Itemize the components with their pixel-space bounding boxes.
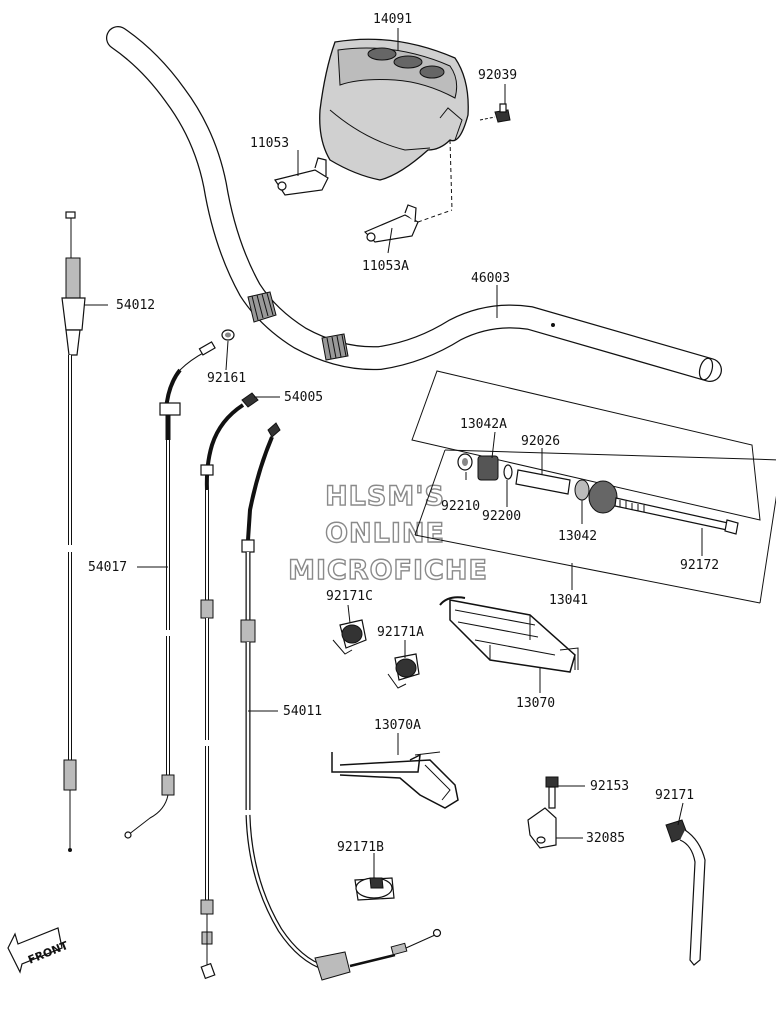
watermark-line-2: ONLINE — [325, 518, 445, 549]
label-92200[interactable]: 92200 — [482, 509, 521, 524]
label-92039[interactable]: 92039 — [478, 68, 517, 83]
screw-92039[interactable] — [479, 103, 511, 123]
clip-92171b[interactable] — [354, 877, 395, 901]
label-11053[interactable]: 11053 — [250, 136, 289, 151]
label-13070[interactable]: 13070 — [516, 696, 555, 711]
bracket-13070a[interactable] — [331, 751, 459, 809]
label-92172[interactable]: 92172 — [680, 558, 719, 573]
watermark-line-3: MICROFICHE — [288, 555, 488, 586]
bracket-32085[interactable] — [527, 807, 557, 849]
label-92171b[interactable]: 92171B — [337, 840, 384, 855]
label-92171[interactable]: 92171 — [655, 788, 694, 803]
watermark: HLSM'S ONLINE MICROFICHE — [287, 480, 488, 586]
cable-54017[interactable] — [124, 341, 216, 839]
label-92153[interactable]: 92153 — [590, 779, 629, 794]
front-arrow: FRONT — [7, 927, 70, 974]
bracket-11053[interactable] — [274, 157, 329, 196]
clip-92171a[interactable] — [387, 653, 420, 689]
label-13042[interactable]: 13042 — [558, 529, 597, 544]
label-13041[interactable]: 13041 — [549, 593, 588, 608]
handlebar[interactable] — [106, 26, 722, 382]
label-46003[interactable]: 46003 — [471, 271, 510, 286]
leader-lines — [84, 28, 703, 878]
bracket-13070[interactable] — [439, 596, 579, 673]
bracket-11053a[interactable] — [363, 204, 453, 243]
label-54012[interactable]: 54012 — [116, 298, 155, 313]
label-92026[interactable]: 92026 — [521, 434, 560, 449]
label-92171a[interactable]: 92171A — [377, 625, 424, 640]
label-92161[interactable]: 92161 — [207, 371, 246, 386]
label-54005[interactable]: 54005 — [284, 390, 323, 405]
clip-92171c[interactable] — [332, 619, 367, 655]
label-92210[interactable]: 92210 — [441, 499, 480, 514]
knurl-left — [247, 291, 277, 323]
cable-tie-92171[interactable] — [665, 819, 706, 966]
cable-54012[interactable] — [61, 211, 86, 852]
label-13042a[interactable]: 13042A — [460, 417, 507, 432]
cable-54011[interactable] — [240, 422, 442, 981]
bolt-92153[interactable] — [545, 776, 559, 809]
label-13070a[interactable]: 13070A — [374, 718, 421, 733]
part-labels: 14091 92039 11053 11053A 46003 54012 921… — [88, 12, 719, 855]
label-14091[interactable]: 14091 — [373, 12, 412, 27]
label-54017[interactable]: 54017 — [88, 560, 127, 575]
damper-assembly-13041[interactable] — [411, 370, 776, 604]
grommet-92161[interactable] — [221, 329, 235, 341]
handlebar-cover[interactable] — [319, 38, 469, 211]
label-54011[interactable]: 54011 — [283, 704, 322, 719]
label-92171c[interactable]: 92171C — [326, 589, 373, 604]
knurl-right — [321, 333, 349, 361]
label-11053a[interactable]: 11053A — [362, 259, 409, 274]
label-32085[interactable]: 32085 — [586, 831, 625, 846]
watermark-line-1: HLSM'S — [325, 481, 445, 512]
cable-54005[interactable] — [200, 392, 259, 980]
